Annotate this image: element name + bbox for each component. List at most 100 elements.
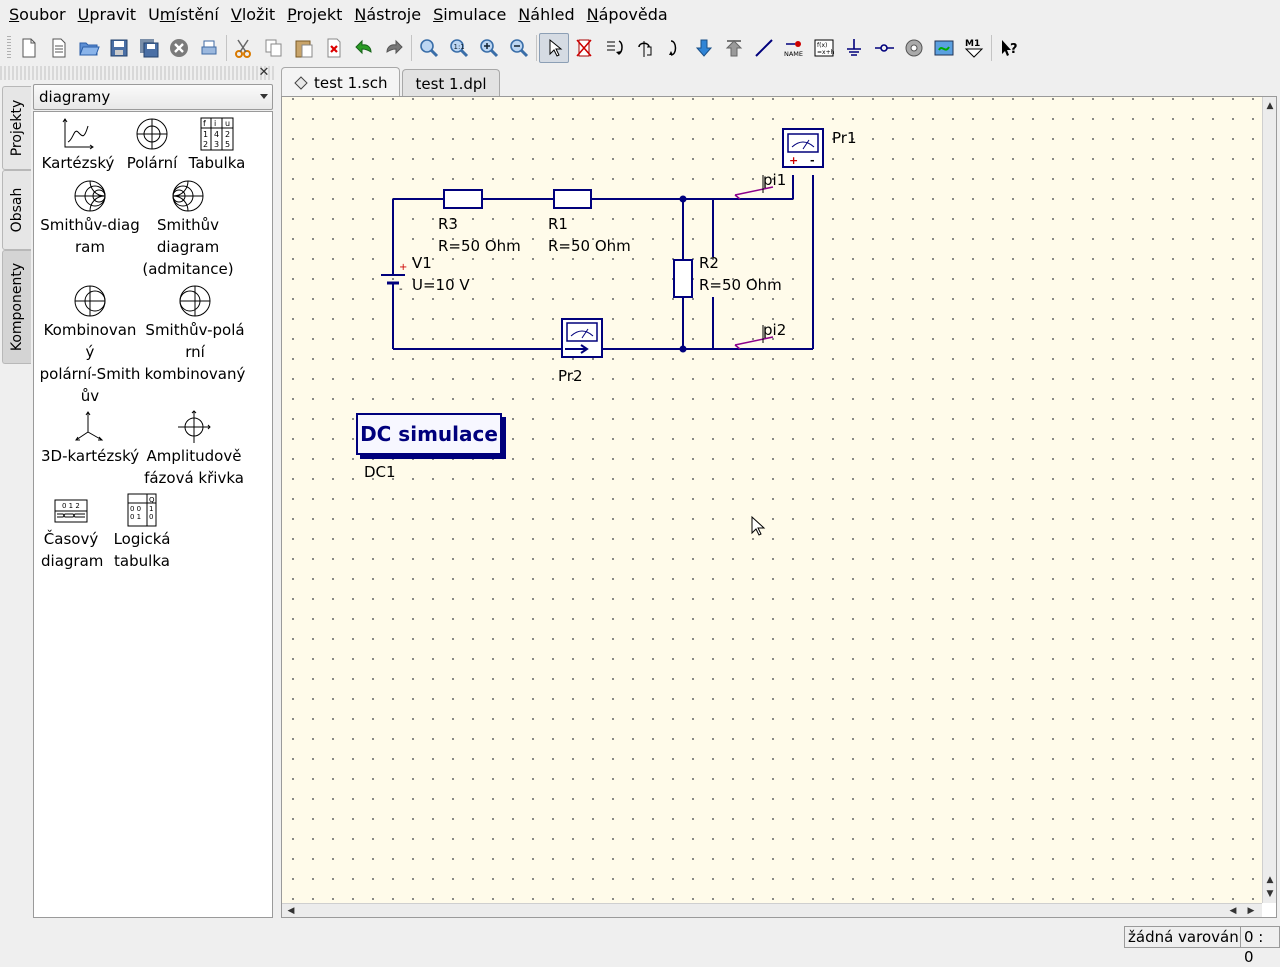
v1-value[interactable]: U=10 V xyxy=(412,276,470,294)
component-cartesian[interactable]: Kartézský xyxy=(41,116,115,174)
v1-label[interactable]: V1 xyxy=(412,254,432,272)
svg-text:1: 1 xyxy=(149,505,153,513)
new-text-icon[interactable] xyxy=(44,33,74,63)
toolbar-grip[interactable] xyxy=(7,36,11,60)
vertical-scrollbar[interactable]: ▲ ▲ ▼ xyxy=(1262,97,1276,903)
scroll-down-icon[interactable]: ▼ xyxy=(1266,889,1274,899)
menu-item-1[interactable]: Upravit xyxy=(77,5,137,24)
tab-komponenty[interactable]: Komponenty xyxy=(2,250,31,364)
cut-icon[interactable] xyxy=(229,33,259,63)
dock-title-bar[interactable] xyxy=(0,66,274,80)
scroll-left-icon[interactable]: ◀ xyxy=(1229,906,1237,916)
menu-item-2[interactable]: Umístění xyxy=(148,5,219,24)
select-icon[interactable] xyxy=(539,33,569,63)
zoom-out-icon[interactable] xyxy=(504,33,534,63)
undo-icon[interactable] xyxy=(349,33,379,63)
component-3d-cartesian[interactable]: 3D-kartézský xyxy=(41,409,139,467)
tab-obsah[interactable]: Obsah xyxy=(2,170,31,250)
component-smith[interactable]: Smithův-diag ram xyxy=(38,178,142,258)
menu-item-4[interactable]: Projekt xyxy=(287,5,343,24)
menu-item-3[interactable]: Vložit xyxy=(230,5,276,24)
close-icon[interactable] xyxy=(164,33,194,63)
marker-icon[interactable]: M1 xyxy=(959,33,989,63)
dock-close-icon[interactable]: ✕ xyxy=(258,65,270,80)
scroll-up-icon[interactable]: ▲ xyxy=(1266,875,1274,885)
scroll-left-icon[interactable]: ◀ xyxy=(287,906,295,916)
menu-item-6[interactable]: Simulace xyxy=(433,5,507,24)
port-icon[interactable] xyxy=(869,33,899,63)
dc-simulation-block[interactable]: DC simulace xyxy=(356,413,502,455)
component-timing[interactable]: 0 1 2 Časový diagram xyxy=(41,492,103,572)
svg-text:0 1: 0 1 xyxy=(130,513,141,521)
save-icon[interactable] xyxy=(104,33,134,63)
svg-text:3: 3 xyxy=(214,140,219,149)
open-icon[interactable] xyxy=(74,33,104,63)
mirror-y-icon[interactable] xyxy=(659,33,689,63)
warnings-status: žádná varování xyxy=(1124,926,1247,948)
r2-value[interactable]: R=50 Ohm xyxy=(699,276,782,294)
scroll-right-icon[interactable]: ▶ xyxy=(1247,906,1255,916)
menu-item-8[interactable]: Nápověda xyxy=(586,5,668,24)
menu-item-5[interactable]: Nástroje xyxy=(354,5,422,24)
svg-text:0 1 2: 0 1 2 xyxy=(62,502,80,510)
display-icon[interactable] xyxy=(929,33,959,63)
component-smith-admittance[interactable]: Smithův diagram (admitance) xyxy=(142,178,234,280)
horizontal-scrollbar[interactable]: ◀ ◀ ▶ xyxy=(282,903,1262,917)
svg-text:4: 4 xyxy=(214,130,219,139)
pr2-label[interactable]: Pr2 xyxy=(558,367,583,385)
zoom-in-icon[interactable] xyxy=(474,33,504,63)
component-polar-smith[interactable]: Kombinovan ý polární-Smith ův xyxy=(38,283,142,407)
menu-item-7[interactable]: Náhled xyxy=(518,5,575,24)
simulate-icon[interactable] xyxy=(899,33,929,63)
pi1-label[interactable]: pi1 xyxy=(763,171,787,189)
go-back-icon[interactable] xyxy=(719,33,749,63)
rotate-icon[interactable] xyxy=(599,33,629,63)
smith-polar-icon xyxy=(179,285,211,317)
paste-icon[interactable] xyxy=(289,33,319,63)
component-category-select[interactable]: diagramy xyxy=(33,84,273,110)
component-smith-polar[interactable]: Smithův-polá rní kombinovaný xyxy=(142,283,248,385)
r2-label[interactable]: R2 xyxy=(699,254,719,272)
zoom-fit-icon[interactable] xyxy=(414,33,444,63)
r3-label[interactable]: R3 xyxy=(438,215,458,233)
help-icon[interactable]: ? xyxy=(994,33,1024,63)
tab-test1-dpl[interactable]: test 1.dpl xyxy=(402,69,500,97)
copy-icon[interactable] xyxy=(259,33,289,63)
svg-text:5: 5 xyxy=(225,140,230,149)
junction-top xyxy=(679,195,687,203)
smith-admittance-icon xyxy=(172,180,204,212)
label-icon[interactable]: NAME xyxy=(779,33,809,63)
probe-pr1: + - xyxy=(782,128,824,168)
tab-test1-sch[interactable]: test 1.sch xyxy=(281,67,401,97)
mirror-icon[interactable] xyxy=(629,33,659,63)
pr1-label[interactable]: Pr1 xyxy=(832,129,857,147)
component-locus[interactable]: Amplitudově fázová křivka xyxy=(142,409,246,489)
r1-value[interactable]: R=50 Ohm xyxy=(548,237,631,255)
dc1-label[interactable]: DC1 xyxy=(364,463,396,481)
component-polar[interactable]: Polární xyxy=(122,116,182,174)
deactivate-icon[interactable] xyxy=(569,33,599,63)
svg-text:i: i xyxy=(214,119,216,128)
scroll-up-icon[interactable]: ▲ xyxy=(1266,101,1274,111)
redo-icon[interactable] xyxy=(379,33,409,63)
wire-icon[interactable] xyxy=(749,33,779,63)
new-file-icon[interactable] xyxy=(14,33,44,63)
go-into-icon[interactable] xyxy=(689,33,719,63)
menu-item-0[interactable]: Soubor xyxy=(9,5,66,24)
print-icon[interactable] xyxy=(194,33,224,63)
zoom-1to1-icon[interactable]: 1:1 xyxy=(444,33,474,63)
tab-projekty[interactable]: Projekty xyxy=(2,86,31,170)
equation-icon[interactable]: f(x)=x+h xyxy=(809,33,839,63)
pi2-label[interactable]: pi2 xyxy=(763,321,787,339)
save-all-icon[interactable] xyxy=(134,33,164,63)
menubar: Soubor Upravit Umístění Vložit Projekt Nástro… xyxy=(0,0,1280,30)
schematic-canvas[interactable]: + - + - xyxy=(282,97,1262,903)
r1-label[interactable]: R1 xyxy=(548,215,568,233)
r3-value[interactable]: R=50 Ohm xyxy=(438,237,521,255)
ground-icon[interactable] xyxy=(839,33,869,63)
delete-icon[interactable] xyxy=(319,33,349,63)
